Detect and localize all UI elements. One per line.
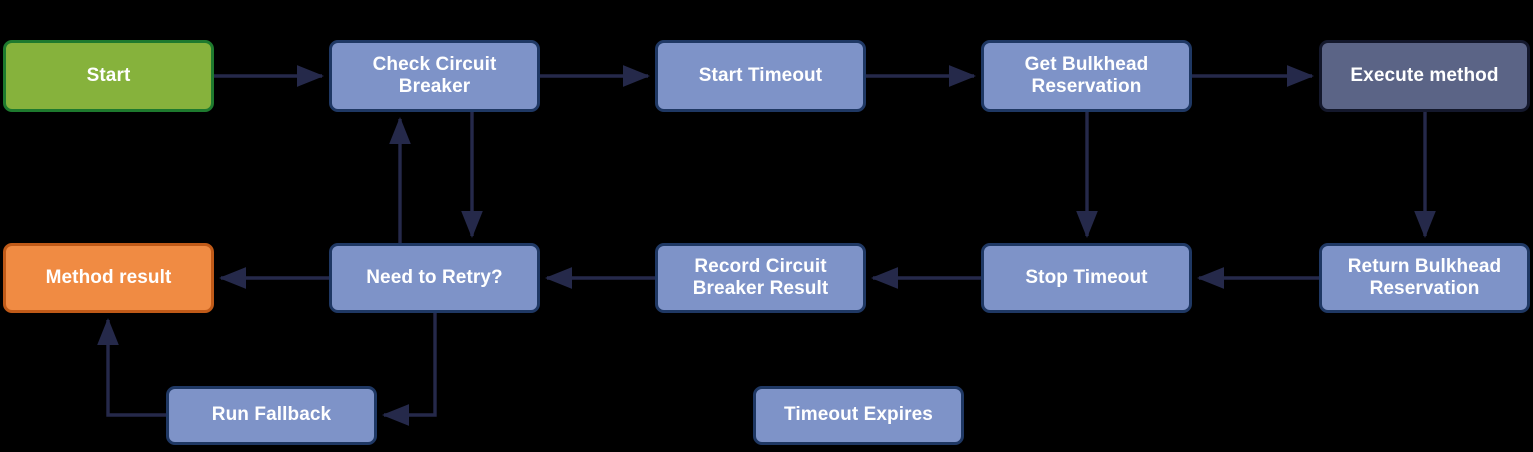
node-label-timeout-expires: Timeout Expires (784, 404, 933, 426)
node-need-to-retry[interactable]: Need to Retry? (329, 243, 540, 313)
connector-run-fallback-to-method-result (97, 317, 166, 417)
node-start-timeout[interactable]: Start Timeout (655, 40, 866, 112)
node-get-bulkhead-reservation[interactable]: Get Bulkhead Reservation (981, 40, 1192, 112)
node-stop-timeout[interactable]: Stop Timeout (981, 243, 1192, 313)
node-label-stop-timeout: Stop Timeout (1025, 266, 1148, 288)
node-label-check-circuit-breaker: Check Circuit Breaker (372, 53, 497, 97)
node-check-circuit-breaker[interactable]: Check Circuit Breaker (329, 40, 540, 112)
node-label-need-to-retry: Need to Retry? (366, 266, 503, 288)
node-label-start-timeout: Start Timeout (698, 64, 823, 86)
node-run-fallback[interactable]: Run Fallback (166, 386, 377, 445)
node-label-record-circuit-breaker-result: Record Circuit Breaker Result (692, 255, 829, 299)
node-record-circuit-breaker-result[interactable]: Record Circuit Breaker Result (655, 243, 866, 313)
connector-retry-to-run-fallback (381, 313, 437, 426)
node-execute-method[interactable]: Execute method (1319, 40, 1530, 112)
node-method-result[interactable]: Method result (3, 243, 214, 313)
node-start[interactable]: Start (3, 40, 214, 112)
node-label-execute-method: Execute method (1350, 64, 1499, 86)
node-label-start: Start (86, 64, 131, 86)
node-label-run-fallback: Run Fallback (211, 404, 332, 426)
node-label-return-bulkhead-reservation: Return Bulkhead Reservation (1347, 255, 1502, 299)
node-label-get-bulkhead-reservation: Get Bulkhead Reservation (1024, 53, 1149, 97)
node-return-bulkhead-reservation[interactable]: Return Bulkhead Reservation (1319, 243, 1530, 313)
node-timeout-expires[interactable]: Timeout Expires (753, 386, 964, 445)
node-label-method-result: Method result (45, 266, 172, 288)
